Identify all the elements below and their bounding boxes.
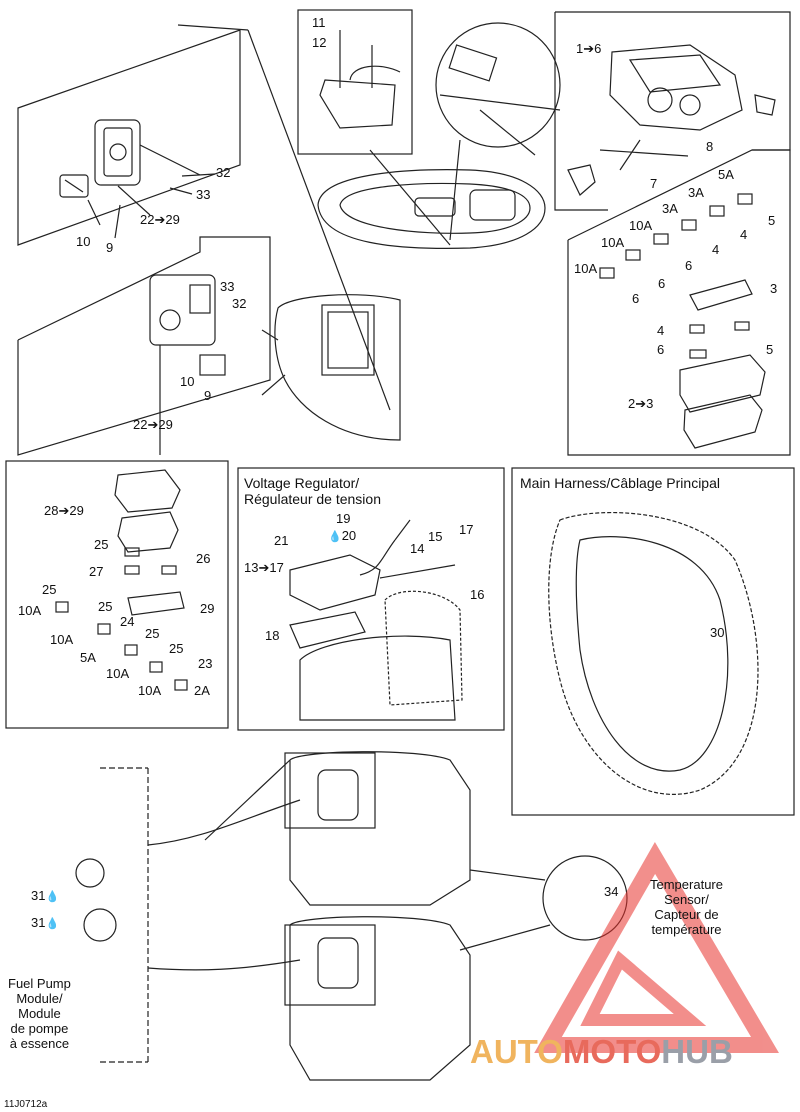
fuse-rating-3a-1: 3A xyxy=(688,185,704,200)
callout-1-6: 1➔6 xyxy=(576,41,602,56)
callout-18: 18 xyxy=(265,628,280,643)
watermark-auto: AUTO xyxy=(470,1033,563,1070)
callout-20-num: 20 xyxy=(341,528,357,543)
callout-32-ml: 32 xyxy=(232,296,247,311)
callout-9-ml: 9 xyxy=(204,388,212,403)
fuel-pump-module-label: Fuel Pump Module/ Module de pompe à esse… xyxy=(8,976,71,1051)
callout-25-e: 25 xyxy=(169,641,184,656)
callout-2-3: 2➔3 xyxy=(628,396,654,411)
watermark-logo-text: AUTOMOTOHUB xyxy=(470,1033,733,1071)
callout-29: 29 xyxy=(200,601,215,616)
callout-31-b: 31💧 xyxy=(31,916,59,931)
callout-22-29-ml: 22➔29 xyxy=(133,417,173,432)
tl-wall-panel xyxy=(17,29,241,246)
fuse-rating-10a-2: 10A xyxy=(601,235,625,250)
boat-top-view xyxy=(317,169,546,249)
callout-6-fuse-b: 6 xyxy=(658,276,666,291)
callout-8: 8 xyxy=(706,139,714,154)
callout-23: 23 xyxy=(198,656,213,671)
callout-26: 26 xyxy=(196,551,211,566)
callout-24: 24 xyxy=(120,614,135,629)
ml-wall-panel xyxy=(17,236,271,456)
fuse-cover xyxy=(679,354,766,413)
callout-12: 12 xyxy=(312,35,327,50)
fuse-rating-2a: 2A xyxy=(194,683,210,698)
callout-19: 19 xyxy=(336,511,351,526)
callout-33-ml: 33 xyxy=(220,279,235,294)
callout-9-tl: 9 xyxy=(106,240,114,255)
tl-fuse-holder xyxy=(94,119,141,186)
callout-6-fuse-a: 6 xyxy=(685,258,693,273)
callout-25-c: 25 xyxy=(98,599,113,614)
callout-33-tl: 33 xyxy=(196,187,211,202)
callout-16: 16 xyxy=(470,587,485,602)
fuse-rating-3a-2: 3A xyxy=(662,201,678,216)
callout-6-fuse-c: 6 xyxy=(632,291,640,306)
watermark-hub: HUB xyxy=(661,1033,733,1070)
callout-20: 💧20 xyxy=(328,529,356,544)
callout-25-d: 25 xyxy=(145,626,160,641)
fuse-rating-10a-ll-3: 10A xyxy=(106,666,130,681)
callout-25-a: 25 xyxy=(94,537,109,552)
callout-32-tl: 32 xyxy=(216,165,231,180)
sealant-drop-icon: 💧 xyxy=(328,531,342,543)
tl-relay xyxy=(59,174,89,198)
fuse-rating-10a-1: 10A xyxy=(629,218,653,233)
fuse-rating-10a-ll-4: 10A xyxy=(138,683,162,698)
callout-25-b: 25 xyxy=(42,582,57,597)
fuse-rating-10a-ll-1: 10A xyxy=(18,603,42,618)
main-harness-title: Main Harness/Câblage Principal xyxy=(520,475,720,491)
callout-21: 21 xyxy=(274,533,289,548)
fuse-glyphs xyxy=(599,193,753,279)
engine-top xyxy=(289,751,471,906)
fuse-rating-5a-ll: 5A xyxy=(80,650,96,665)
mh-frame xyxy=(511,467,795,816)
callout-6-relay: 6 xyxy=(657,342,665,357)
tc-frame xyxy=(297,9,413,155)
callout-5-fuse: 5 xyxy=(768,213,776,228)
callout-31-a-num: 31 xyxy=(31,888,46,903)
callout-27: 27 xyxy=(89,564,104,579)
figure-id: 11J0712a xyxy=(4,1099,48,1110)
ll-panel-frame xyxy=(5,460,229,729)
callout-34: 34 xyxy=(604,884,619,899)
callout-4-fuse-a: 4 xyxy=(740,227,748,242)
harness-boat xyxy=(548,511,759,795)
callout-31-a: 31💧 xyxy=(31,889,59,904)
callout-3-gasket: 3 xyxy=(770,281,778,296)
voltage-regulator-title: Voltage Regulator/ Régulateur de tension xyxy=(244,475,381,507)
fuse-base xyxy=(683,394,763,449)
engine-bottom xyxy=(289,916,471,1081)
fuse-rating-5a: 5A xyxy=(718,167,734,182)
boat-closeup xyxy=(274,294,401,441)
callout-28-29: 28➔29 xyxy=(44,503,84,518)
callout-17: 17 xyxy=(459,522,474,537)
fuse-rating-10a-3: 10A xyxy=(574,261,598,276)
callout-13-17: 13➔17 xyxy=(244,560,284,575)
callout-4-relay: 4 xyxy=(657,323,665,338)
temperature-sensor-label: Temperature Sensor/ Capteur de températu… xyxy=(650,877,723,937)
callout-10-ml: 10 xyxy=(180,374,195,389)
callout-10-tl: 10 xyxy=(76,234,91,249)
watermark-triangle xyxy=(534,842,779,1053)
callout-14: 14 xyxy=(410,541,425,556)
sealant-drop-icon: 💧 xyxy=(45,891,60,903)
sealant-drop-icon: 💧 xyxy=(45,918,60,930)
callout-4-fuse-b: 4 xyxy=(712,242,720,257)
fuse-rating-10a-ll-2: 10A xyxy=(50,632,74,647)
callout-15: 15 xyxy=(428,529,443,544)
watermark-moto: MOTO xyxy=(562,1033,662,1070)
callout-7: 7 xyxy=(650,176,658,191)
fuse-gasket xyxy=(689,279,753,311)
vr-frame xyxy=(237,467,505,731)
callout-30: 30 xyxy=(710,625,725,640)
callout-11: 11 xyxy=(312,15,326,30)
callout-22-29-tl: 22➔29 xyxy=(140,212,180,227)
callout-5-relay: 5 xyxy=(766,342,774,357)
callout-31-b-num: 31 xyxy=(31,915,46,930)
